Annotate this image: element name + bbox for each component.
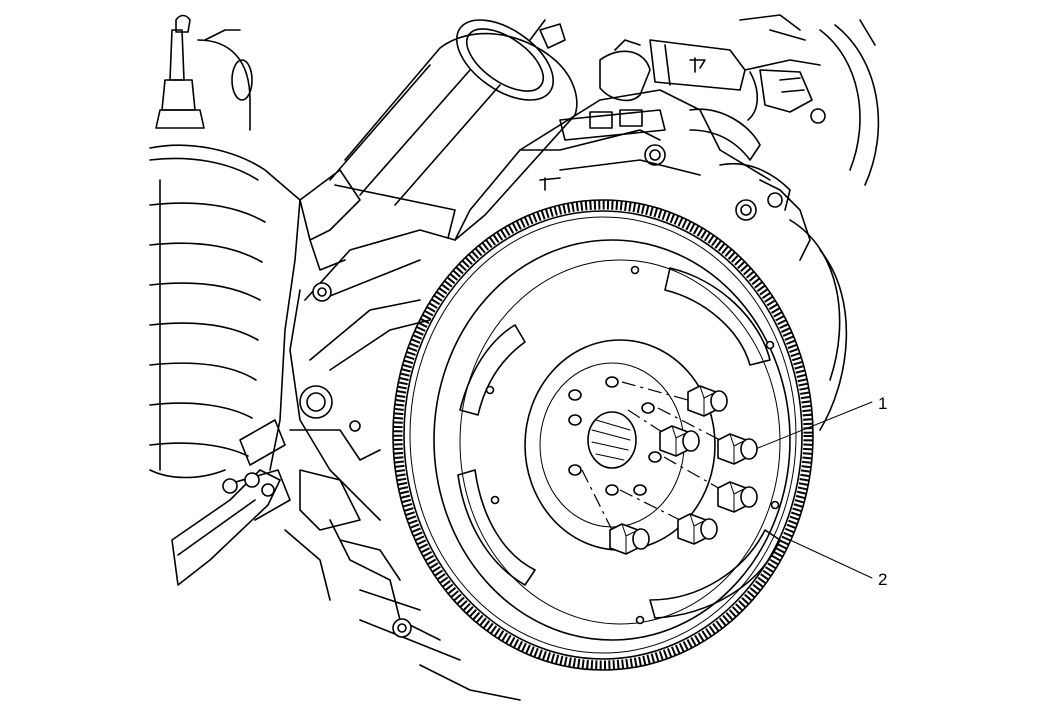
flywheel-bolts (581, 381, 758, 555)
bolt-lower-right (717, 481, 758, 513)
callout-1-label: 1 (878, 394, 887, 413)
bolt-middle-right (717, 433, 758, 465)
oxygen-sensor (155, 14, 253, 131)
callout-2-leader (789, 539, 873, 579)
sensor-harness (599, 14, 880, 211)
bolt-bottom-middle (677, 513, 718, 545)
bolt-bottom-left (609, 523, 650, 555)
bolt-middle-left (659, 425, 700, 457)
exhaust-bracket (171, 419, 291, 586)
heat-shield (149, 144, 301, 479)
callout-1-leader (757, 401, 873, 449)
callout-2-label: 2 (878, 570, 887, 589)
bolt-top (687, 385, 728, 417)
flywheel (392, 199, 814, 671)
oil-filter-housing (299, 19, 578, 271)
engine-block (284, 89, 848, 701)
